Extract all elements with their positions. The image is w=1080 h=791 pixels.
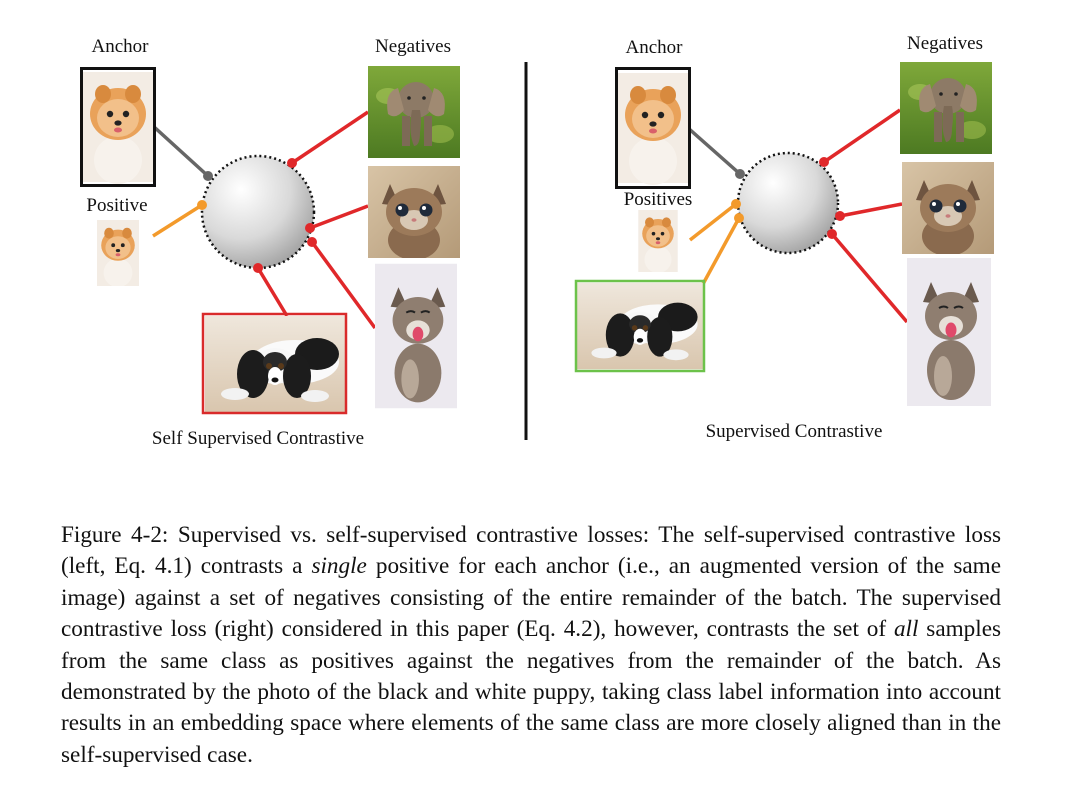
left-negative-link-yawning-kitten — [310, 240, 377, 330]
right-positives-label: Positives — [624, 189, 693, 210]
right-negatives-label: Negatives — [907, 33, 983, 54]
left-embedding-sphere — [200, 154, 316, 270]
right-panel: Anchor Negatives Positives Supervised Co… — [574, 33, 994, 442]
left-panel: Anchor Negatives Positive Self Supervise… — [80, 36, 460, 449]
right-anchor-label: Anchor — [626, 37, 684, 58]
right-positive-dot — [734, 213, 744, 223]
left-negative-dot — [287, 158, 297, 168]
right-negative-dot — [827, 229, 837, 239]
left-positive-image — [97, 220, 139, 286]
caption-emphasis-all: all — [893, 616, 919, 643]
right-positive-link — [688, 202, 738, 242]
left-anchor-link — [151, 124, 210, 178]
caption-text-3: samples from the same class as positives… — [61, 616, 1002, 768]
right-anchor-link — [686, 126, 742, 176]
left-negative-link-kitten — [309, 204, 369, 230]
left-negative-link-bw-puppy — [256, 267, 289, 317]
left-positive-label: Positive — [86, 195, 147, 216]
contrastive-figure: Anchor Negatives Positive Self Supervise… — [80, 33, 994, 449]
right-embedding-sphere — [736, 151, 840, 255]
right-negative-kitten-image — [902, 162, 994, 254]
left-negative-dot — [253, 263, 263, 273]
right-negative-link-kitten — [839, 202, 903, 218]
left-positive-link — [152, 203, 203, 238]
right-negative-link-elephant — [823, 108, 901, 164]
right-positive-link-bw-puppy — [701, 217, 741, 285]
left-negative-bw-puppy-image — [201, 312, 348, 415]
caption-emphasis-single: single — [311, 553, 367, 580]
left-negative-yawning-kitten-image — [375, 262, 457, 410]
right-anchor-dot — [735, 169, 745, 179]
left-anchor-image — [80, 67, 156, 187]
left-negative-dot — [307, 237, 317, 247]
left-negatives-label: Negatives — [375, 36, 451, 57]
left-negative-kitten-image — [368, 166, 460, 258]
right-panel-title: Supervised Contrastive — [706, 421, 883, 442]
right-negative-dot — [835, 211, 845, 221]
right-negative-dot — [819, 157, 829, 167]
right-positive-bw-puppy-image — [574, 279, 706, 373]
right-positive-image — [638, 210, 678, 272]
right-negative-yawning-kitten-image — [907, 258, 991, 406]
right-negative-link-yawning-kitten — [830, 232, 909, 324]
right-positive-dot — [731, 199, 741, 209]
caption-text-2: positive for each anchor (i.e., an augme… — [61, 553, 1001, 643]
right-negative-elephant-image — [900, 62, 992, 154]
left-anchor-dot — [203, 171, 213, 181]
left-negative-elephant-image — [368, 66, 460, 158]
figure-caption: Figure 4-2: Supervised vs. self-supervis… — [61, 520, 1001, 771]
left-panel-title: Self Supervised Contrastive — [152, 428, 364, 449]
caption-text-1: Figure 4-2: Supervised vs. self-supervis… — [61, 522, 1001, 580]
left-positive-dot — [197, 200, 207, 210]
left-anchor-label: Anchor — [92, 36, 150, 57]
left-negative-dot — [305, 223, 315, 233]
left-negative-link-elephant — [291, 110, 369, 165]
right-anchor-image — [615, 67, 691, 189]
